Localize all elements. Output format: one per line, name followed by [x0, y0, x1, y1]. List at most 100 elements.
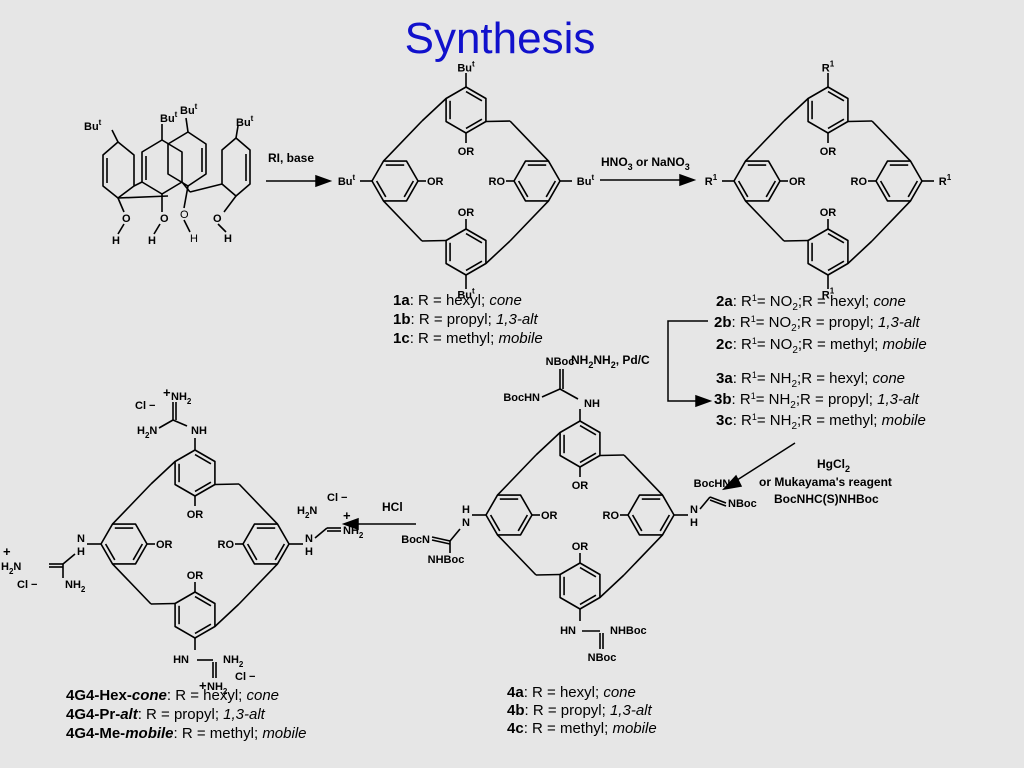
cmpd4-bochn-top: BocHN: [503, 392, 540, 404]
double-bond: [737, 180, 749, 198]
cmpd5-cl-left: Cl: [17, 579, 28, 591]
oh-bond: [153, 223, 161, 235]
cmpd5-nh2-top: NH2: [171, 391, 192, 406]
substituent-bond: [541, 388, 561, 398]
cmpd5-minus-left: −: [31, 579, 37, 591]
cmpd1-ring-left: [371, 160, 419, 202]
double-bond: [827, 260, 845, 272]
cmpd5-hn-bottom: HN: [173, 654, 189, 666]
arrowhead-step1: [315, 174, 333, 188]
double-bond: [465, 260, 483, 272]
double-bond: [465, 118, 483, 130]
cmpd4-nhboc-left: NHBoc: [428, 554, 465, 566]
cmpd2-ring-bottom: [807, 228, 849, 276]
methylene-bridge: [382, 120, 423, 162]
methylene-bridge: [150, 602, 176, 605]
oh-bond: [117, 197, 125, 213]
cmpd5-nh2-bottom: NH2: [223, 654, 244, 669]
methylene-bridge: [181, 181, 191, 193]
methylene-bridge: [599, 574, 625, 599]
methylene-bridge: [421, 239, 447, 242]
methylene-bridge: [509, 120, 550, 162]
cmpd5-ring-right: [242, 523, 290, 565]
start-ring-3: [167, 131, 207, 187]
cmpd2-ring-top: [807, 86, 849, 134]
cmpd2-or-top: OR: [820, 146, 837, 158]
double-bond: [403, 180, 415, 198]
methylene-bridge: [847, 240, 873, 265]
cmpd5-h2n-top: H2N: [137, 425, 157, 440]
substituent-bond: [699, 496, 711, 510]
cmpd4-nhboc-bottom: NHBoc: [610, 625, 647, 637]
cmpd1-ring-top: [445, 86, 487, 134]
step3-label: NH2NH2, Pd/C: [571, 353, 650, 370]
cmpd2-or-left: OR: [789, 176, 806, 188]
double-bond: [517, 180, 529, 198]
cmpd5-nh2-left: NH2: [65, 579, 86, 594]
cmpd1-or-left: OR: [427, 176, 444, 188]
arrow-step3: [667, 320, 708, 402]
cmpd5-ro-right: RO: [218, 539, 235, 551]
caption-4g4-me: 4G4-Me-mobile: R = methyl; mobile: [66, 725, 307, 742]
methylene-bridge: [496, 534, 537, 576]
caption-3b: 3b: R1= NH2;R = propyl; 1,3-alt: [714, 391, 920, 411]
cmpd2-or-bottom: OR: [820, 207, 837, 219]
cmpd5-h2n-right: H2N: [297, 505, 317, 520]
cmpd4-nboc-right: NBoc: [728, 498, 757, 510]
cmpd1-ring-right: [513, 160, 561, 202]
start-o-2: O: [160, 213, 169, 225]
start-o-1: O: [122, 213, 131, 225]
double-bond: [194, 623, 212, 635]
cmpd5-h-right: H: [305, 546, 313, 558]
cmpd5-cl-bottom: Cl: [235, 671, 246, 683]
substituent-bond: [172, 419, 188, 427]
methylene-bridge: [382, 200, 423, 242]
step1-label: RI, base: [268, 151, 314, 165]
methylene-bridge: [599, 454, 625, 457]
cmpd2-r1-left: R1: [705, 173, 718, 188]
cmpd1-tbu-right: But: [577, 173, 595, 188]
double-bond: [431, 539, 451, 545]
double-bond: [579, 424, 597, 436]
arrowhead-step2: [679, 173, 697, 187]
cmpd5-nh2-bottom-cation: NH2: [207, 681, 228, 696]
methylene-bridge: [623, 534, 664, 576]
substituent-bond: [158, 419, 174, 429]
start-h-1: H: [112, 235, 120, 247]
cmpd1-tbu-left: But: [338, 173, 356, 188]
double-bond: [827, 90, 845, 102]
cmpd4-h-right: H: [690, 517, 698, 529]
step5-label: HCl: [382, 500, 403, 514]
methylene-bridge: [214, 483, 240, 486]
double-bond: [579, 452, 597, 464]
cmpd1-or-top: OR: [458, 146, 475, 158]
substituent-bond: [449, 528, 461, 542]
double-bond: [246, 543, 258, 561]
methylene-bridge: [783, 97, 809, 122]
cmpd1-tbu-top: But: [457, 59, 475, 74]
caption-4c: 4c: R = methyl; mobile: [507, 720, 657, 737]
double-bond: [709, 496, 727, 504]
caption-2b: 2b: R1= NO2;R = propyl; 1,3-alt: [714, 314, 921, 334]
double-bond: [274, 543, 286, 561]
cmpd4-nboc-top: NBoc: [546, 356, 575, 368]
cmpd5-minus-top: −: [149, 400, 155, 412]
arrow-step4: [733, 442, 796, 483]
substituent-bond: [235, 125, 239, 139]
methylene-bridge: [535, 431, 561, 456]
cmpd5-h2n-left: H2N: [1, 561, 21, 576]
arrowhead-step4: [721, 474, 743, 491]
methylene-bridge: [496, 454, 537, 496]
substituent-bond: [314, 527, 328, 539]
methylene-bridge: [783, 239, 809, 242]
double-bond: [579, 594, 597, 606]
step4-label-line2: or Mukayama's reagent: [759, 475, 892, 489]
double-bond: [375, 180, 387, 198]
cmpd4-bochn-right: BocHN: [694, 478, 731, 490]
caption-4g4-hex: 4G4-Hex-cone: R = hexyl; cone: [66, 687, 279, 704]
cmpd4-or-top: OR: [572, 480, 589, 492]
cmpd1-tbu-bottom: But: [457, 287, 475, 302]
double-bond: [104, 543, 116, 561]
cmpd2-ring-right: [875, 160, 923, 202]
